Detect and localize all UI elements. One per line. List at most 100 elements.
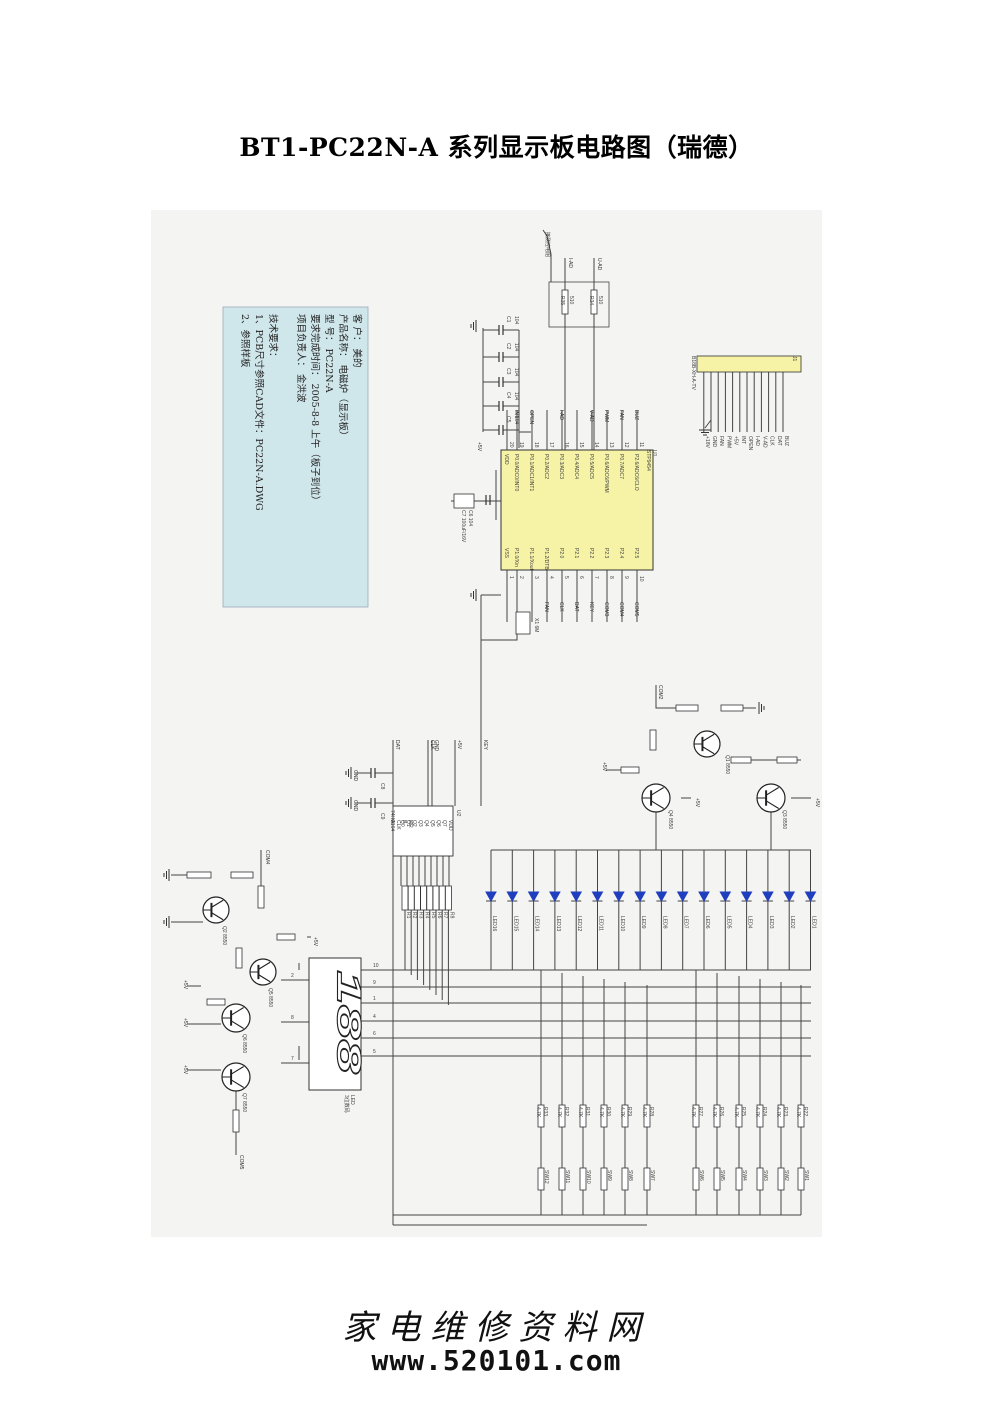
mcu-pin-num: 1	[508, 576, 514, 579]
key-resistor	[777, 1104, 785, 1128]
key-res-val: 4.7K	[733, 1107, 739, 1118]
u2-part: 74HC164	[389, 810, 395, 831]
connector-net: INT	[740, 436, 746, 444]
mcu-pin-num: 10	[638, 576, 644, 582]
cap-val: 104	[513, 392, 519, 401]
key-res-label: R22	[802, 1107, 808, 1116]
resistor	[730, 756, 752, 764]
display-pin: 5	[373, 1049, 376, 1055]
led-led8	[655, 891, 668, 903]
ground-symbol	[470, 320, 477, 332]
key-resistor	[735, 1104, 743, 1128]
display-pin: 4	[373, 1014, 376, 1020]
mcu-pin-num: 16	[563, 442, 569, 448]
info-line: 产品名称： 电磁炉（显示板）	[337, 314, 349, 441]
led-led1	[804, 891, 817, 903]
led-label: LED11	[598, 916, 604, 931]
label-r35-val: 510	[568, 296, 574, 305]
key-res-val: 4.7K	[641, 1107, 647, 1118]
mcu-net: COM5	[633, 602, 639, 617]
bus-label: GND	[433, 740, 439, 752]
switch	[537, 1167, 545, 1191]
key-res-val: 4.7K	[690, 1107, 696, 1118]
u2-pin: MR	[407, 820, 413, 828]
led-label: LED2	[789, 916, 795, 929]
switch	[797, 1167, 805, 1191]
resistor	[232, 1109, 240, 1133]
led-led7	[676, 891, 689, 903]
display-part: 3位数码	[343, 1095, 350, 1113]
net-com4: COM4	[264, 850, 270, 865]
led-led12	[570, 891, 583, 903]
segment-resistor	[413, 885, 421, 911]
connector-net: V-AD	[761, 436, 767, 448]
q5-label: Q5 8550	[267, 988, 273, 1007]
led-label: LED7	[683, 916, 689, 929]
mcu-pin-func: P0.4/ADC4	[573, 454, 579, 479]
switch-label: SW12	[543, 1170, 549, 1184]
net-plus5v: +5V	[476, 442, 482, 452]
connector-net: FAN	[718, 436, 724, 446]
led-label: LED3	[768, 916, 774, 929]
page-title: BT1-PC22N-A 系列显示板电路图（瑞德）	[239, 133, 754, 162]
cap-ref: C2	[505, 343, 511, 350]
mcu-pin-func: P2.0	[558, 548, 564, 559]
mcu-pin-func: P0.2/ADC2	[543, 454, 549, 479]
segment-resistor	[432, 885, 440, 911]
switch-label: SW1	[803, 1170, 809, 1181]
display-pin: 10	[373, 963, 379, 969]
resistor	[230, 871, 254, 879]
mcu-net: FAN	[543, 602, 549, 612]
key-res-val: 4.7K	[795, 1107, 801, 1118]
q7-label: Q7 8550	[241, 1093, 247, 1112]
net-i-ad: I-AD	[567, 258, 573, 268]
q3-label: Q3 8550	[781, 810, 787, 829]
net-plus5v: +5V	[182, 1065, 188, 1075]
display-pin: 6	[373, 1031, 376, 1037]
key-res-val: 4.7K	[619, 1107, 625, 1118]
key-res-val: 4.7K	[535, 1107, 541, 1118]
wire	[480, 595, 518, 641]
mcu-pin-num: 14	[593, 442, 599, 448]
wire	[655, 685, 676, 709]
key-res-label: R30	[605, 1107, 611, 1116]
capacitor-c7	[453, 493, 475, 509]
key-resistor	[621, 1104, 629, 1128]
switch-label: SW3	[762, 1170, 768, 1181]
mcu-pin-func: P2.2	[588, 548, 594, 559]
mcu-net: COM3	[603, 602, 609, 617]
cap-ref: C8	[379, 783, 385, 790]
key-res-val: 4.7K	[711, 1107, 717, 1118]
mcu-pin-num: 20	[508, 442, 514, 448]
key-resistor	[558, 1104, 566, 1128]
u2-pin: Q6	[435, 820, 441, 827]
switch-label: SW11	[564, 1170, 570, 1183]
mcu-pin-func: P2.4	[618, 548, 624, 559]
led-led15	[506, 891, 519, 903]
u2-pin: CLK	[395, 820, 401, 830]
mcu-pin-num: 2	[518, 576, 524, 579]
resistor	[257, 885, 265, 909]
mcu-pin-num: 11	[638, 442, 644, 447]
segment-res-label: R2	[411, 912, 417, 919]
mcu-pin-num: 4	[548, 576, 554, 579]
led-led5	[719, 891, 732, 903]
led-led4	[740, 891, 753, 903]
segment-res-label: R1	[405, 912, 411, 919]
led-label: LED9	[640, 916, 646, 929]
connector-net: BUZ	[783, 436, 789, 446]
u2-pin: Q3	[417, 820, 423, 827]
switch-label: SW5	[719, 1170, 725, 1181]
led-led14	[527, 891, 540, 903]
q1-label: Q1 8550	[724, 755, 730, 774]
crystal-label: X1 6M	[533, 618, 539, 632]
mcu-net: OPEN	[528, 410, 534, 425]
net-plus5v: +5V	[814, 798, 820, 808]
label-r35: R35	[559, 296, 565, 305]
cap-val: 104	[513, 368, 519, 377]
key-res-label: R28	[648, 1107, 654, 1116]
u2-pin: Q7	[441, 820, 447, 827]
components: 188	[163, 281, 817, 1191]
led-led10	[612, 891, 625, 903]
